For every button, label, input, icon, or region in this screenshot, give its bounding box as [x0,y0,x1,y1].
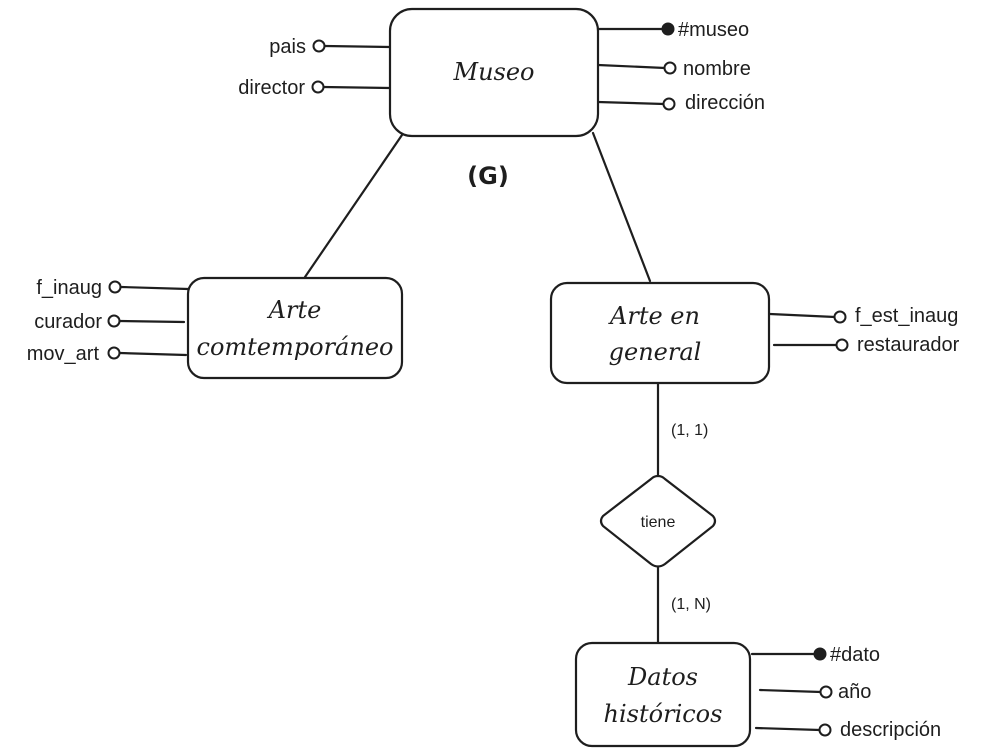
attr-marker-director [311,80,325,94]
attr-marker-descripcion [818,723,832,737]
attr-marker-f-inaug [108,280,122,294]
arte-general-attributes: f_est_inaug restaurador [833,305,960,356]
attr-pais: pais [269,36,306,58]
attr-curador: curador [34,311,102,333]
attr-marker-pais [312,39,326,53]
entity-museo-box [388,7,600,138]
attr-marker-dato-id [813,647,827,661]
entity-arte-contemporaneo-name-line1: Arte [267,296,322,324]
attr-marker-anio [819,685,833,699]
attr-direccion: dirección [685,92,765,114]
attr-marker-f-est-inaug [833,310,847,324]
attr-line-nombre [596,63,667,70]
entity-arte-contemporaneo[interactable]: Arte comtemporáneo [186,276,404,380]
attr-line-f-est-inaug [768,312,837,319]
attr-line-f-inaug [119,285,190,291]
attr-line-pais [323,44,392,49]
attr-line-mov-art [118,351,188,357]
entity-arte-general[interactable]: Arte en general [549,281,771,385]
museo-to-arte-contemporaneo-line [303,133,404,279]
attr-marker-museo-id [661,22,675,36]
attr-line-descripcion [754,726,822,732]
relationship-tiene[interactable]: tiene [599,474,717,568]
attr-dato-id: #dato [830,644,880,666]
entity-arte-contemporaneo-box [186,276,404,380]
attr-anio: año [838,681,871,703]
datos-historicos-attributes: #dato año descripción [813,644,941,741]
entity-museo-name: Museo [453,58,535,86]
attr-line-director [321,85,392,90]
entity-datos-historicos-box [574,641,752,748]
generalization-label: (G) [467,162,509,190]
attr-descripcion: descripción [840,719,941,741]
attr-line-curador [118,319,186,324]
entity-arte-general-name-line1: Arte en [608,302,700,330]
relationship-tiene-label: tiene [641,514,676,531]
attr-director: director [238,77,305,99]
entity-datos-historicos[interactable]: Datos históricos [574,641,752,748]
attr-f-inaug: f_inaug [36,277,102,299]
entity-museo[interactable]: Museo [388,7,600,138]
attr-marker-curador [107,314,121,328]
cardinality-top: (1, 1) [671,422,708,439]
attr-line-anio [758,688,823,694]
arte-contemporaneo-attributes: f_inaug curador mov_art [27,277,122,365]
museo-to-arte-general-line [591,131,652,283]
connectors [118,27,839,732]
museo-attributes: pais director #museo nombre dirección [238,19,765,114]
attr-restaurador: restaurador [857,334,960,356]
attr-museo-id: #museo [678,19,749,41]
attr-marker-direccion [662,97,676,111]
entity-arte-contemporaneo-name-line2: comtemporáneo [197,333,394,361]
entity-arte-general-name-line2: general [609,338,702,366]
entity-arte-general-box [549,281,771,385]
attr-nombre: nombre [683,58,751,80]
attr-marker-nombre [663,61,677,75]
entity-datos-historicos-name-line2: históricos [604,700,723,728]
entity-datos-historicos-name-line1: Datos [627,663,698,691]
attr-mov-art: mov_art [27,343,100,365]
attr-marker-restaurador [835,338,849,352]
cardinality-bottom: (1, N) [671,596,711,613]
attr-marker-mov-art [107,346,121,360]
attr-line-direccion [596,100,666,106]
relationship-tiene-diamond [599,474,717,568]
attr-f-est-inaug: f_est_inaug [855,305,958,327]
